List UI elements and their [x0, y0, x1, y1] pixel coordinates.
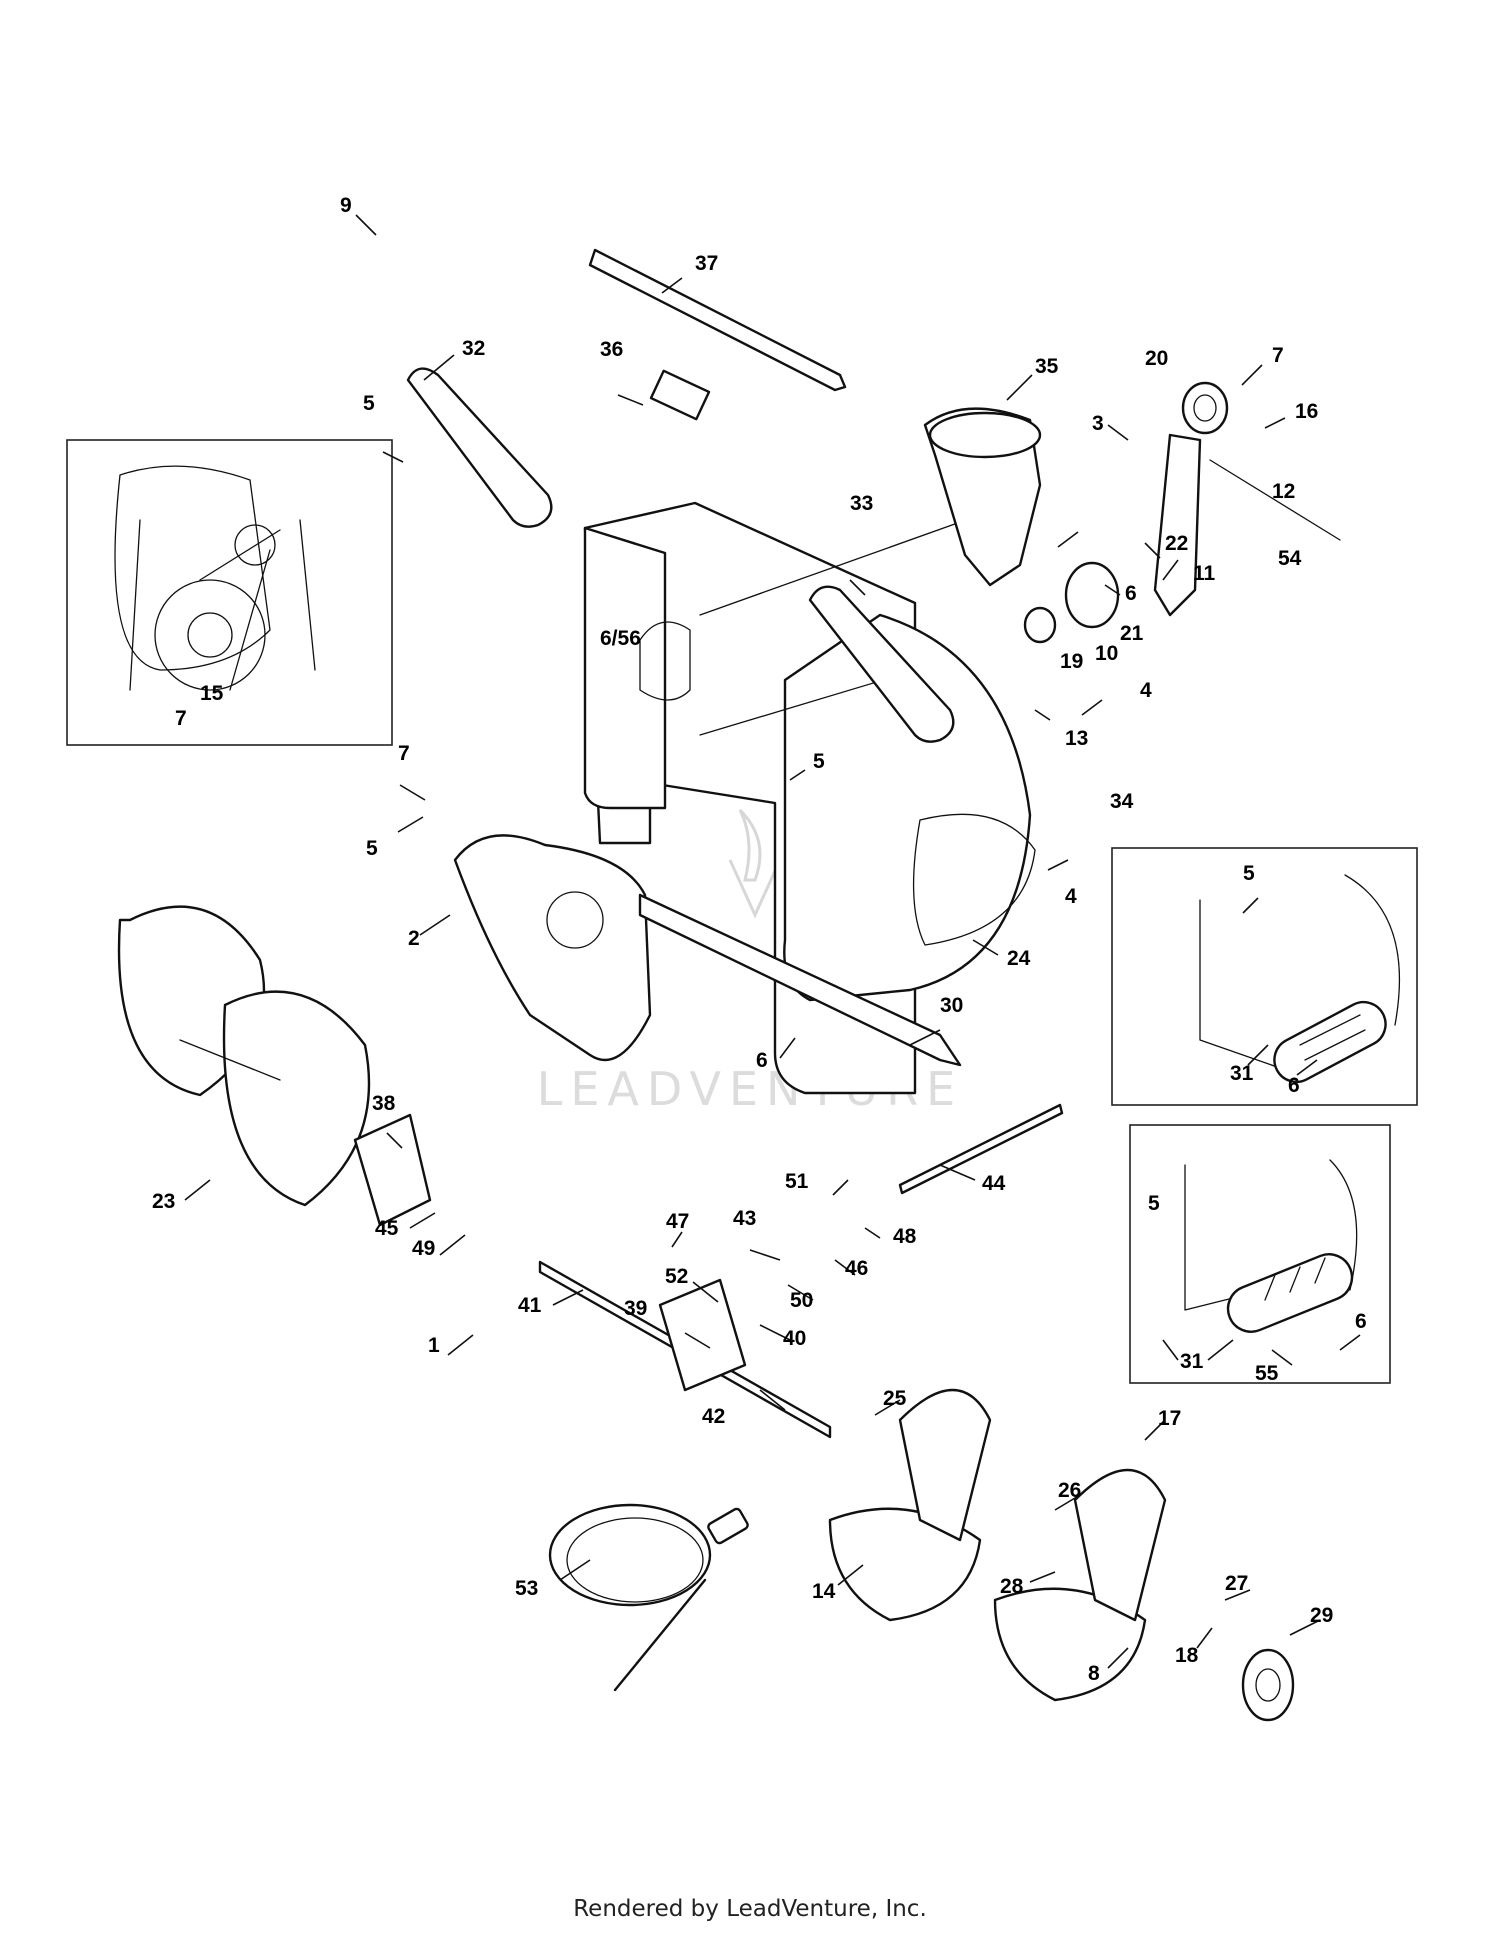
callout-45: 45: [375, 1217, 399, 1240]
gear-case-2: [453, 834, 652, 1061]
callout-17: 17: [1158, 1407, 1181, 1430]
callout-2: 2: [408, 927, 420, 950]
scraper-bar-30: [638, 893, 962, 1067]
callout-41: 41: [518, 1294, 542, 1317]
callout-21: 21: [1120, 622, 1144, 645]
callout-5e: 5: [1148, 1192, 1160, 1215]
callout-15: 15: [200, 682, 224, 705]
callout-48: 48: [893, 1225, 917, 1248]
callout-16: 16: [1295, 400, 1318, 423]
callout-6c: 6: [1288, 1074, 1300, 1097]
callout-13: 13: [1065, 727, 1088, 750]
callout-31b: 31: [1180, 1350, 1204, 1373]
callout-33: 33: [850, 492, 873, 515]
callout-55: 55: [1255, 1362, 1279, 1385]
callout-6-56: 6/56: [600, 627, 641, 650]
callout-30: 30: [940, 994, 963, 1017]
callout-20: 20: [1145, 347, 1168, 370]
callout-3: 3: [1092, 412, 1104, 435]
callout-26: 26: [1058, 1479, 1081, 1502]
callout-6d: 6: [1355, 1310, 1367, 1333]
callout-42: 42: [702, 1405, 725, 1428]
callout-18: 18: [1175, 1644, 1199, 1667]
bearing-21-19: [1023, 561, 1120, 644]
callout-6: 6: [1125, 582, 1137, 605]
callout-23: 23: [152, 1190, 175, 1213]
chute-handle-32: [406, 367, 553, 528]
callout-7b: 7: [175, 707, 187, 730]
callout-9: 9: [340, 194, 352, 217]
inset-skid-detail-upper: [1111, 847, 1418, 1106]
leader-lines: [184, 214, 1361, 1669]
callout-43: 43: [733, 1207, 756, 1230]
impeller-23: [117, 905, 371, 1207]
callout-51: 51: [785, 1170, 809, 1193]
callout-44: 44: [982, 1172, 1006, 1195]
chute-35: [923, 407, 1042, 587]
callout-11: 11: [1193, 562, 1216, 585]
callout-5d: 5: [1243, 862, 1255, 885]
callout-4b: 4: [1065, 885, 1077, 908]
callout-5c: 5: [366, 837, 378, 860]
bracket-36: [649, 369, 711, 421]
callout-19: 19: [1060, 650, 1083, 673]
callout-32: 32: [462, 337, 485, 360]
callout-49: 49: [412, 1237, 435, 1260]
callout-14: 14: [812, 1580, 836, 1603]
callout-34: 34: [1110, 790, 1134, 813]
callout-5b: 5: [813, 750, 825, 773]
callout-40: 40: [783, 1327, 806, 1350]
callout-1: 1: [428, 1334, 440, 1357]
impeller-right: [993, 1468, 1167, 1702]
callout-6b: 6: [756, 1049, 768, 1072]
callout-35: 35: [1035, 355, 1059, 378]
callout-10: 10: [1095, 642, 1118, 665]
pulley-20-and-arm-22: [1153, 381, 1341, 617]
callout-8: 8: [1088, 1662, 1100, 1685]
chute-handle-housing: [808, 585, 955, 743]
callout-7c: 7: [398, 742, 410, 765]
callout-53: 53: [515, 1577, 538, 1600]
callout-47: 47: [666, 1210, 689, 1233]
shaft-37: [588, 248, 847, 392]
auger-housing: [583, 501, 1036, 1095]
auger-shaft-41-44: [538, 1103, 1064, 1439]
callout-7: 7: [1272, 344, 1284, 367]
callout-50: 50: [790, 1289, 813, 1312]
callout-4: 4: [1140, 679, 1152, 702]
callout-24: 24: [1007, 947, 1031, 970]
callout-31: 31: [1230, 1062, 1254, 1085]
callout-28: 28: [1000, 1575, 1024, 1598]
callout-29: 29: [1310, 1604, 1333, 1627]
power-cord-53: [548, 1503, 749, 1692]
callout-36: 36: [600, 338, 623, 361]
callout-22: 22: [1165, 532, 1188, 555]
callout-12: 12: [1272, 480, 1295, 503]
callout-52: 52: [665, 1265, 688, 1288]
callout-37: 37: [695, 252, 718, 275]
callout-labels: 9 37 32 36 35 20 7 16 3 12 5 33 22 54 6 …: [152, 194, 1367, 1685]
callout-38: 38: [372, 1092, 396, 1115]
callout-27: 27: [1225, 1572, 1248, 1595]
callout-25: 25: [883, 1387, 907, 1410]
callout-39: 39: [624, 1297, 647, 1320]
callout-54: 54: [1278, 547, 1302, 570]
callout-46: 46: [845, 1257, 868, 1280]
inset-skid-detail-lower: [1129, 1124, 1391, 1384]
callout-5: 5: [363, 392, 375, 415]
bearing-29: [1241, 1648, 1295, 1722]
inset-belt-detail: [66, 439, 393, 746]
impeller-14: [828, 1388, 992, 1622]
footer-credit: Rendered by LeadVenture, Inc.: [573, 1896, 927, 1922]
